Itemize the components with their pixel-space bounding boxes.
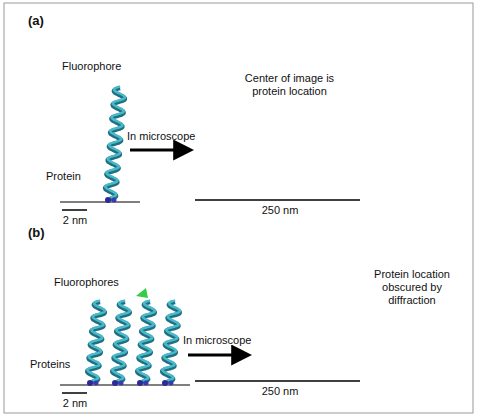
panel-label: (a) (28, 14, 44, 27)
text-label: 250 nm (250, 385, 310, 398)
helix-ribbon (105, 87, 125, 198)
scale-bar (195, 199, 360, 201)
arrow (188, 354, 248, 357)
helix-ribbon (137, 301, 155, 381)
helix-ribbon (162, 301, 180, 381)
helix-ribbon (87, 301, 105, 381)
text-label: 250 nm (250, 204, 310, 217)
anchor-dot (87, 380, 93, 386)
scale-bar (62, 392, 87, 394)
scale-bar (195, 380, 360, 382)
anchor-dot (112, 380, 118, 386)
anchor-dot (169, 381, 174, 386)
anchor-dot (119, 381, 124, 386)
scale-bar (62, 209, 87, 211)
text-label: Protein location obscured by diffraction (362, 268, 462, 307)
anchor-dot (112, 198, 117, 203)
text-label: 2 nm (60, 397, 90, 410)
anchor-dot (94, 381, 99, 386)
anchor-dot (137, 380, 143, 386)
text-label: Center of image is protein location (232, 72, 347, 98)
text-label: Fluorophores (54, 276, 119, 289)
text-label: 2 nm (60, 214, 90, 227)
text-label: Fluorophore (62, 60, 121, 73)
anchor-dot (162, 380, 168, 386)
fluorophore (136, 288, 148, 298)
text-label: Proteins (30, 358, 70, 371)
text-label: In microscope (127, 130, 195, 143)
membrane-line (60, 201, 140, 202)
frame (4, 3, 473, 413)
helix-ribbon (112, 301, 130, 381)
anchor-dot (144, 381, 149, 386)
arrow (130, 149, 190, 152)
panel-label: (b) (28, 226, 45, 239)
text-label: Protein (46, 170, 81, 183)
anchor-dot (105, 197, 111, 203)
text-label: In microscope (183, 334, 251, 347)
